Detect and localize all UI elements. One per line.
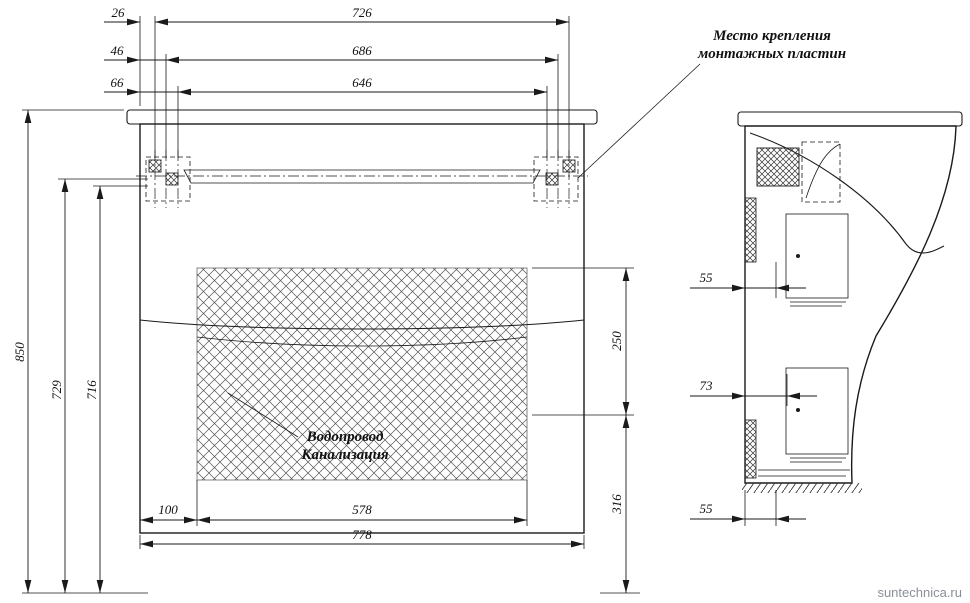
plumbing-callout-line2: Канализация bbox=[300, 447, 389, 463]
side-bottom-rails bbox=[758, 469, 850, 477]
mounting-callout-leader bbox=[577, 63, 701, 179]
top-extension-lines bbox=[139, 16, 570, 158]
dim-686-value: 686 bbox=[352, 43, 372, 58]
watermark: suntechnica.ru bbox=[877, 585, 962, 600]
dim-646-value: 646 bbox=[352, 75, 372, 90]
dim-778-value: 778 bbox=[352, 527, 372, 542]
dim-316-value: 316 bbox=[609, 494, 624, 515]
plumbing-callout: Водопровод Канализация bbox=[227, 392, 389, 463]
dim-55-bottom: 55 bbox=[690, 490, 806, 526]
dim-729: 729 bbox=[49, 179, 69, 593]
dim-716-value: 716 bbox=[84, 380, 99, 400]
dim-46: 46 bbox=[104, 43, 166, 64]
right-extension-lines bbox=[532, 267, 640, 594]
dim-66-value: 66 bbox=[111, 75, 125, 90]
side-dimensions: 55 73 55 bbox=[690, 262, 817, 526]
dim-55-bottom-value: 55 bbox=[700, 501, 714, 516]
dim-778: 778 bbox=[140, 527, 584, 548]
side-countertop bbox=[737, 111, 963, 127]
plumbing-callout-leader bbox=[227, 392, 299, 438]
side-mounting-block bbox=[756, 147, 800, 187]
dim-26-value: 26 bbox=[112, 5, 126, 20]
dim-55-top-value: 55 bbox=[700, 270, 714, 285]
dim-55-top: 55 bbox=[690, 262, 806, 298]
drawer-gap-lines bbox=[139, 319, 585, 347]
dim-26: 26 bbox=[104, 5, 140, 26]
dim-716: 716 bbox=[84, 186, 104, 593]
dim-850-value: 850 bbox=[12, 342, 27, 362]
mounting-callout-line2: монтажных пластин bbox=[697, 46, 846, 62]
dim-250-value: 250 bbox=[609, 331, 624, 351]
dim-316: 316 bbox=[609, 415, 630, 593]
front-top-dimensions: 26 726 46 686 66 646 bbox=[104, 5, 570, 158]
hanging-rail bbox=[136, 169, 588, 184]
dim-73: 73 bbox=[690, 374, 817, 406]
dim-726-value: 726 bbox=[352, 5, 372, 20]
dim-726: 726 bbox=[155, 5, 569, 26]
dim-686: 686 bbox=[166, 43, 558, 64]
side-view bbox=[737, 111, 963, 493]
side-drawer-box-lower bbox=[785, 367, 849, 463]
front-left-dimensions: 850 729 716 bbox=[12, 109, 148, 594]
dim-729-value: 729 bbox=[49, 380, 64, 400]
front-countertop bbox=[126, 109, 598, 125]
dim-100-value: 100 bbox=[158, 502, 178, 517]
front-right-dimensions: 250 316 bbox=[532, 267, 640, 594]
ground-hatch bbox=[742, 483, 862, 493]
mounting-bracket-right bbox=[533, 150, 579, 208]
front-bottom-dimensions: 100 578 778 bbox=[139, 480, 585, 549]
dim-850: 850 bbox=[12, 110, 32, 593]
dim-46-value: 46 bbox=[111, 43, 125, 58]
dim-73-value: 73 bbox=[700, 378, 714, 393]
left-extension-lines bbox=[22, 109, 148, 594]
plumbing-callout-line1: Водопровод bbox=[306, 429, 384, 445]
dim-100: 100 bbox=[140, 502, 197, 524]
front-view bbox=[126, 109, 598, 534]
dim-250: 250 bbox=[609, 268, 630, 415]
side-drawer-box-upper bbox=[785, 213, 849, 307]
plumbing-access-hatch-zone bbox=[196, 267, 528, 481]
dim-578: 578 bbox=[197, 502, 527, 524]
side-hanger-mechanism bbox=[801, 141, 841, 203]
side-wall-strip-bottom bbox=[744, 419, 757, 479]
dim-578-value: 578 bbox=[352, 502, 372, 517]
side-wall-strip-top bbox=[744, 197, 757, 263]
mounting-callout-line1: Место крепления bbox=[712, 28, 831, 44]
dim-66: 66 bbox=[104, 75, 178, 96]
mounting-plates-callout: Место крепления монтажных пластин bbox=[577, 28, 846, 179]
dim-646: 646 bbox=[178, 75, 547, 96]
